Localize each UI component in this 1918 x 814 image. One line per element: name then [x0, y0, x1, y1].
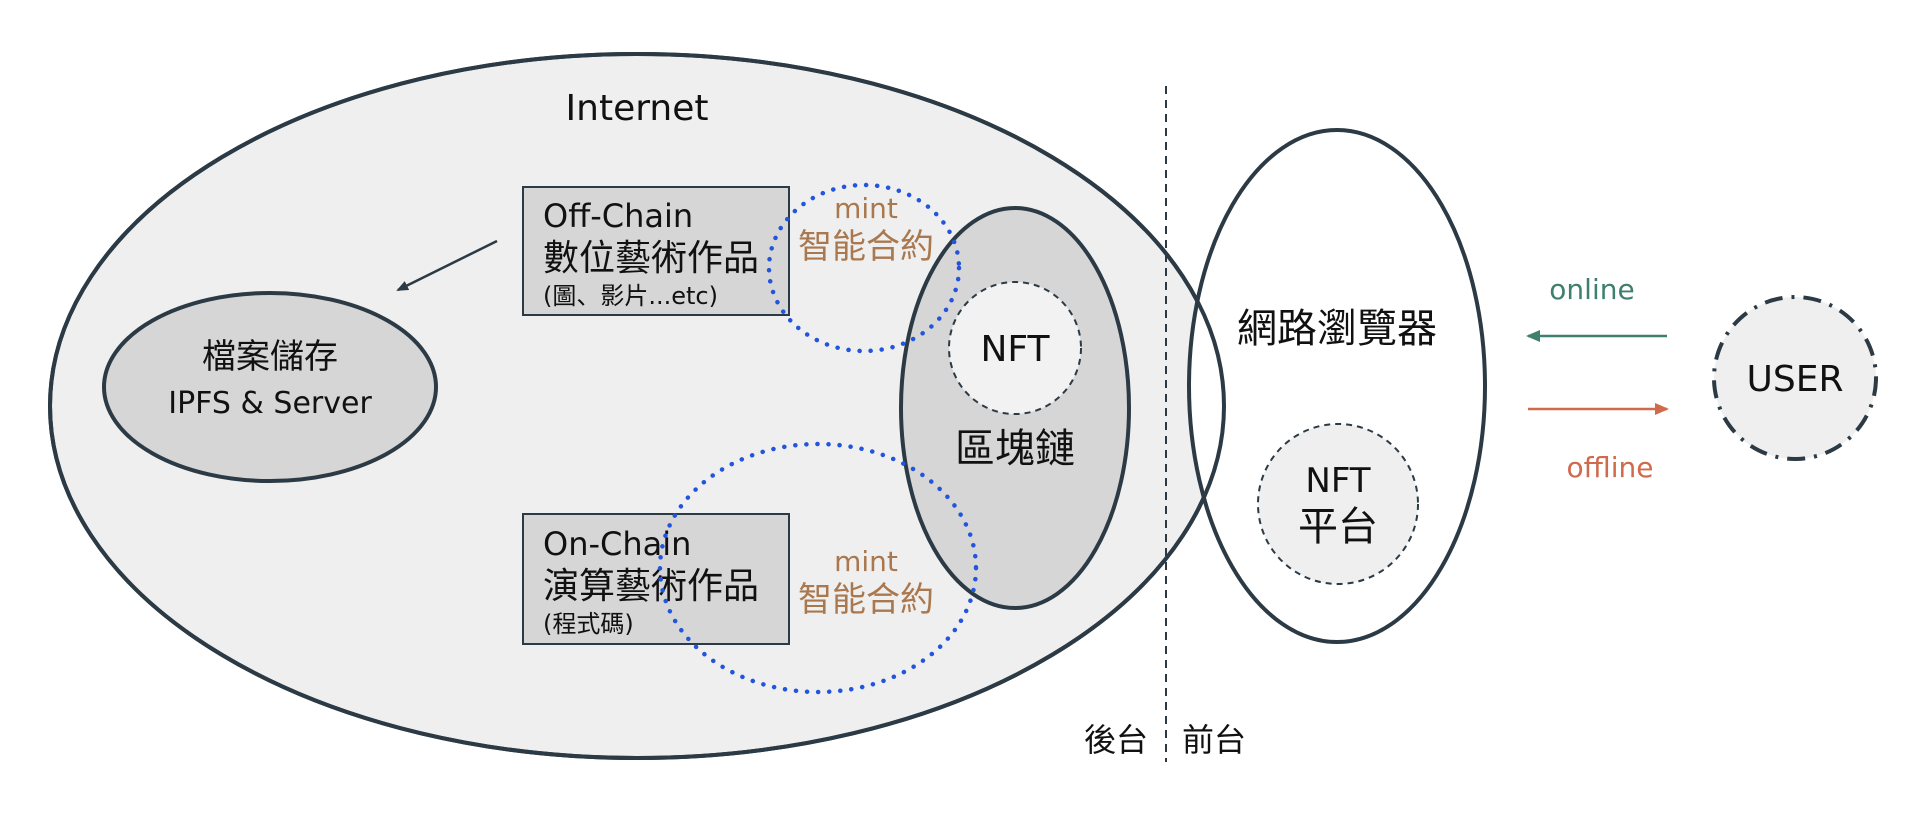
online-label: online: [1549, 273, 1634, 306]
contract-circle-top: [766, 182, 962, 354]
off-chain-subtitle: 數位藝術作品: [543, 238, 759, 279]
on-chain-title: On-Chain: [543, 525, 691, 563]
blockchain-nft-circle: [948, 281, 1082, 415]
user-label: USER: [1747, 359, 1844, 400]
off-chain-note: (圖、影片...etc): [543, 282, 718, 310]
nft-platform-label: 平台: [1298, 504, 1378, 550]
contract-top-mint: mint: [834, 192, 898, 225]
contract-circle-bottom: [657, 441, 979, 695]
internet-outline-overlay: [48, 52, 1226, 760]
storage-ellipse: [102, 291, 438, 483]
user-circle: [1712, 295, 1878, 461]
contract-top-label: 智能合約: [798, 227, 934, 267]
off-chain-title: Off-Chain: [543, 197, 693, 235]
offline-label: offline: [1567, 451, 1654, 484]
browser-label: 網路瀏覽器: [1237, 306, 1437, 352]
blockchain-nft-label: NFT: [981, 329, 1051, 370]
frontend-label: 前台: [1182, 721, 1246, 759]
nft-platform-nft: NFT: [1305, 461, 1370, 501]
internet-label: Internet: [566, 88, 709, 129]
store-arrow: [396, 239, 498, 292]
blockchain-label: 區塊鏈: [955, 426, 1075, 472]
on-chain-note: (程式碼): [543, 610, 634, 638]
on-chain-box: [522, 513, 790, 645]
contract-bottom-mint: mint: [834, 545, 898, 578]
backend-label: 後台: [1084, 721, 1148, 759]
contract-bottom-label: 智能合約: [798, 580, 934, 620]
on-chain-subtitle: 演算藝術作品: [543, 566, 759, 607]
nft-platform-circle: [1257, 423, 1419, 585]
storage-subtitle: IPFS & Server: [168, 386, 372, 421]
storage-title: 檔案儲存: [202, 337, 338, 377]
off-chain-box: [522, 186, 790, 316]
